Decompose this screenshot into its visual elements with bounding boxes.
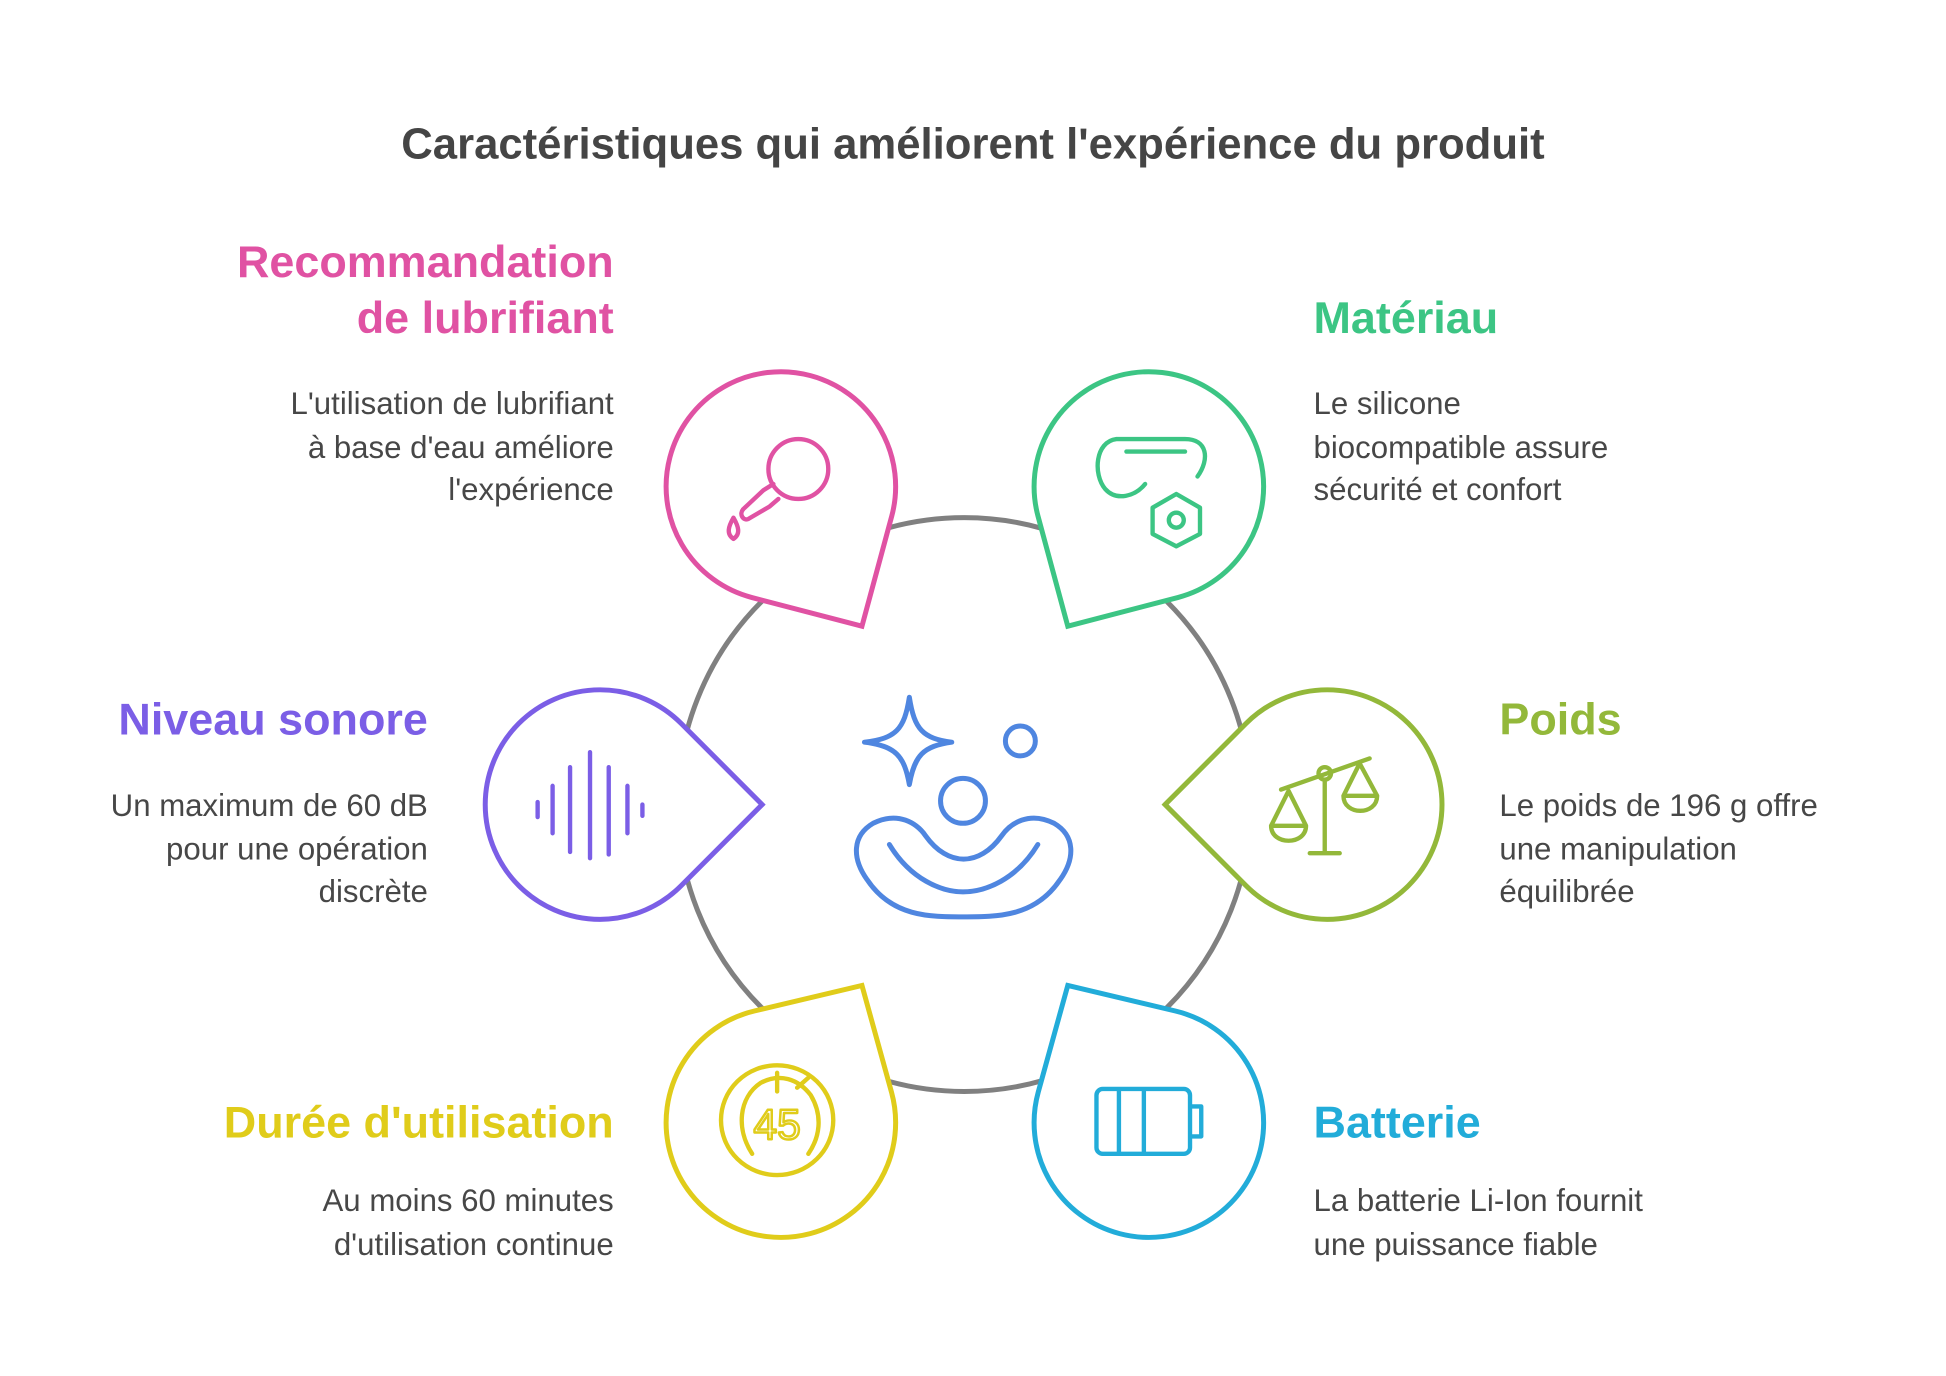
sound-wave-icon xyxy=(535,749,645,861)
description-batterie: La batterie Li-Ion fournit une puissance… xyxy=(1314,1180,1643,1266)
description-niveau-sonore: Un maximum de 60 dB pour une opération d… xyxy=(111,785,428,914)
heading-line: de lubrifiant xyxy=(356,291,614,344)
teardrop-duree xyxy=(663,982,899,1240)
timer-digits: 45 xyxy=(754,1101,801,1148)
description-line: Au moins 60 minutes xyxy=(322,1183,614,1219)
description-lubrifiant: L'utilisation de lubrifiant à base d'eau… xyxy=(291,383,614,512)
dropper-icon xyxy=(726,436,831,542)
description-materiau: Le silicone biocompatible assure sécurit… xyxy=(1314,383,1609,512)
description-poids: Le poids de 196 g offre une manipulation… xyxy=(1499,785,1817,914)
heading-duree: Durée d'utilisation xyxy=(224,1094,614,1150)
heading-line: Durée d'utilisation xyxy=(223,1096,614,1148)
description-line: d'utilisation continue xyxy=(333,1226,614,1262)
heading-poids: Poids xyxy=(1499,691,1621,747)
description-line: discrète xyxy=(318,874,428,910)
description-line: La batterie Li-Ion fournit xyxy=(1313,1183,1643,1219)
teardrop-batterie xyxy=(1031,982,1267,1240)
heading-niveau-sonore: Niveau sonore xyxy=(118,691,427,747)
heading-line: Recommandation xyxy=(236,235,614,287)
heading-lubrifiant: Recommandation de lubrifiant xyxy=(237,233,614,345)
silicone-material-icon xyxy=(1095,436,1208,549)
description-line: sécurité et confort xyxy=(1313,472,1562,508)
description-line: à base d'eau améliore xyxy=(307,429,614,465)
teardrop-niveau-sonore xyxy=(482,687,766,922)
description-line: une puissance fiable xyxy=(1313,1226,1598,1262)
teardrop-materiau xyxy=(1031,369,1267,630)
heading-materiau: Matériau xyxy=(1314,289,1499,345)
heading-line: Poids xyxy=(1499,693,1622,745)
description-line: une manipulation xyxy=(1499,831,1737,867)
timer-45-icon: 45 xyxy=(718,1063,836,1178)
description-line: Un maximum de 60 dB xyxy=(110,788,428,824)
heading-line: Niveau sonore xyxy=(118,693,428,745)
heading-line: Matériau xyxy=(1313,291,1499,344)
teardrop-poids xyxy=(1161,687,1445,922)
description-line: L'utilisation de lubrifiant xyxy=(290,386,614,422)
scale-icon xyxy=(1268,756,1380,856)
heading-batterie: Batterie xyxy=(1314,1094,1481,1150)
description-line: équilibrée xyxy=(1499,874,1635,910)
description-line: Le poids de 196 g offre xyxy=(1499,788,1818,824)
battery-icon xyxy=(1094,1086,1204,1157)
clown-face-icon xyxy=(853,694,1074,920)
description-line: l'expérience xyxy=(448,472,614,508)
heading-line: Batterie xyxy=(1313,1096,1481,1148)
description-line: Le silicone xyxy=(1313,386,1461,422)
description-line: biocompatible assure xyxy=(1313,429,1609,465)
teardrop-lubrifiant xyxy=(663,369,899,630)
description-duree: Au moins 60 minutes d'utilisation contin… xyxy=(323,1180,614,1266)
description-line: pour une opération xyxy=(166,831,428,867)
page-title: Caractéristiques qui améliorent l'expéri… xyxy=(401,119,1545,169)
